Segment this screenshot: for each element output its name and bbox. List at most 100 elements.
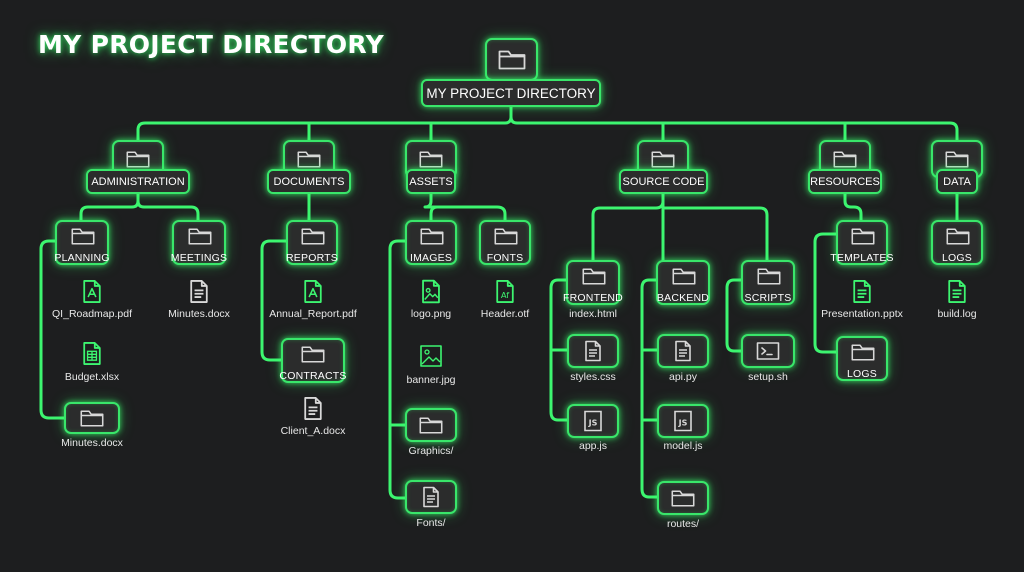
folder-icon [946,228,970,245]
source-code-label[interactable]: SOURCE CODE [619,169,708,194]
file-name: logo.png [410,308,452,320]
folder-icon [301,228,325,245]
file-name: setup.sh [748,371,788,383]
pdf-icon [304,280,322,303]
file-name: build.log [937,308,977,320]
folder-icon [188,228,212,245]
folder-icon [494,228,518,245]
fonts-dir-folder[interactable] [405,480,457,514]
data-label[interactable]: DATA [936,169,978,194]
graphics-folder[interactable] [405,408,457,442]
reports-label: REPORTS [286,252,338,264]
document-icon [585,340,601,362]
font-icon: Af [496,280,514,303]
folder-icon [80,409,104,427]
minutes-planning-folder[interactable] [64,402,120,434]
contracts-folder[interactable]: CONTRACTS [279,338,347,383]
scripts-label: SCRIPTS [744,292,792,304]
document-icon [190,280,208,303]
file-name: banner.jpg [406,374,456,386]
file-name: QI_Roadmap.pdf [52,308,132,320]
frontend-folder[interactable]: FRONTEND [563,260,623,305]
meetings-label: MEETINGS [170,252,228,264]
spreadsheet-icon [83,342,101,365]
root-folder-icon-box[interactable] [485,38,538,81]
app-js-file[interactable]: JS [567,404,619,438]
folder-icon [945,150,969,168]
folder-icon [833,150,857,168]
logs-label: LOGS [847,368,877,380]
folder-icon [126,150,150,168]
fonts-folder[interactable]: FONTS [479,220,531,265]
file-name: styles.css [570,371,616,383]
templates-label: TEMPLATES [830,252,894,264]
documents-label[interactable]: DOCUMENTS [267,169,351,194]
root-folder-label[interactable]: MY PROJECT DIRECTORY [421,79,601,107]
file-name: api.py [668,371,698,383]
document-icon [948,280,966,303]
document-icon [853,280,871,303]
styles-css-file[interactable] [567,334,619,368]
folder-icon [851,344,875,361]
contracts-label: CONTRACTS [279,370,347,382]
js-icon: JS [674,410,692,432]
file-name: Annual_Report.pdf [269,308,357,320]
file-name: Presentation.pptx [821,308,903,320]
pdf-icon [83,280,101,303]
planning-label: PLANNING [54,252,110,264]
file-name: app.js [578,440,608,452]
logs-data-folder[interactable]: LOGS [931,220,983,265]
reports-folder[interactable]: REPORTS [286,220,338,265]
file-name: Header.otf [480,308,530,320]
folder-icon [419,150,443,168]
folder-icon [71,228,95,245]
image-icon [422,279,440,304]
svg-text:Af: Af [501,290,510,300]
page-title: MY PROJECT DIRECTORY [38,30,385,59]
document-icon [423,486,439,508]
images-label: IMAGES [409,252,453,264]
terminal-icon [756,342,780,360]
file-name: Minutes.docx [61,437,123,449]
fonts-label: FONTS [486,252,524,264]
file-name: routes/ [666,518,700,530]
file-name: Budget.xlsx [64,371,120,383]
file-name: Fonts/ [416,517,446,529]
file-name: Graphics/ [408,445,454,457]
routes-folder[interactable] [657,481,709,515]
planning-folder[interactable]: PLANNING [54,220,110,265]
folder-icon [420,228,444,245]
folder-icon [757,268,781,285]
scripts-folder[interactable]: SCRIPTS [741,260,795,305]
document-icon [304,397,322,420]
backend-label: BACKEND [656,292,710,304]
folder-icon [582,268,606,285]
meetings-folder[interactable]: MEETINGS [170,220,228,265]
folder-icon [301,346,325,363]
folder-icon [419,416,443,434]
logs-resources-folder[interactable]: LOGS [836,336,888,381]
svg-text:JS: JS [588,419,598,428]
images-folder[interactable]: IMAGES [405,220,457,265]
document-icon [675,340,691,362]
api-py-file[interactable] [657,334,709,368]
frontend-label: FRONTEND [563,292,623,304]
administration-label[interactable]: ADMINISTRATION [86,169,190,194]
file-name: index.html [569,308,617,320]
file-name: Client_A.docx [280,425,346,437]
templates-folder[interactable]: TEMPLATES [830,220,894,265]
svg-text:JS: JS [678,419,688,428]
assets-label[interactable]: ASSETS [406,169,456,194]
resources-label[interactable]: RESOURCES [808,169,882,194]
folder-icon [851,228,875,245]
model-js-file[interactable]: JS [657,404,709,438]
js-icon: JS [584,410,602,432]
folder-icon [671,489,695,507]
file-name: Minutes.docx [168,308,230,320]
logs-label: LOGS [942,252,972,264]
folder-icon [297,150,321,168]
setup-sh-file[interactable] [741,334,795,368]
backend-folder[interactable]: BACKEND [656,260,710,305]
image-icon [420,345,442,367]
